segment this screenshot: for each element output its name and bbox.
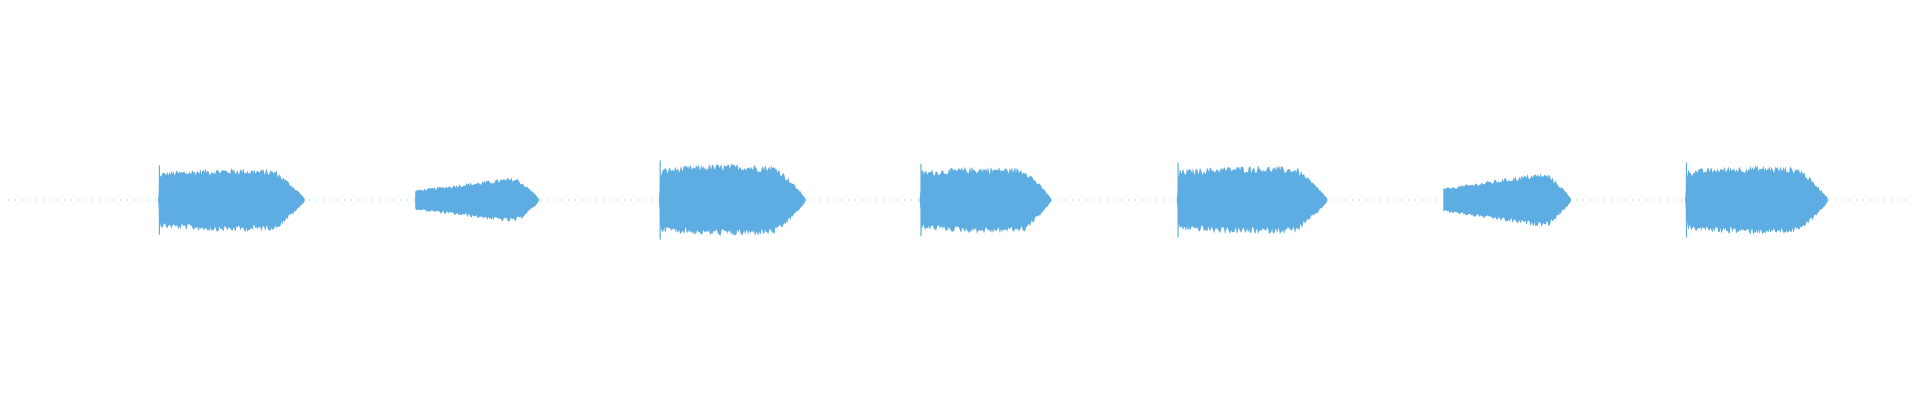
waveform-burst-5: [1176, 165, 1328, 235]
waveform-burst-6: [1443, 173, 1571, 227]
waveform-burst-4: [919, 166, 1052, 234]
waveform-burst-7: [1685, 165, 1828, 235]
waveform-burst-1: [158, 168, 305, 232]
waveform-burst-3: [658, 163, 806, 237]
waveform-burst-2: [415, 177, 539, 222]
